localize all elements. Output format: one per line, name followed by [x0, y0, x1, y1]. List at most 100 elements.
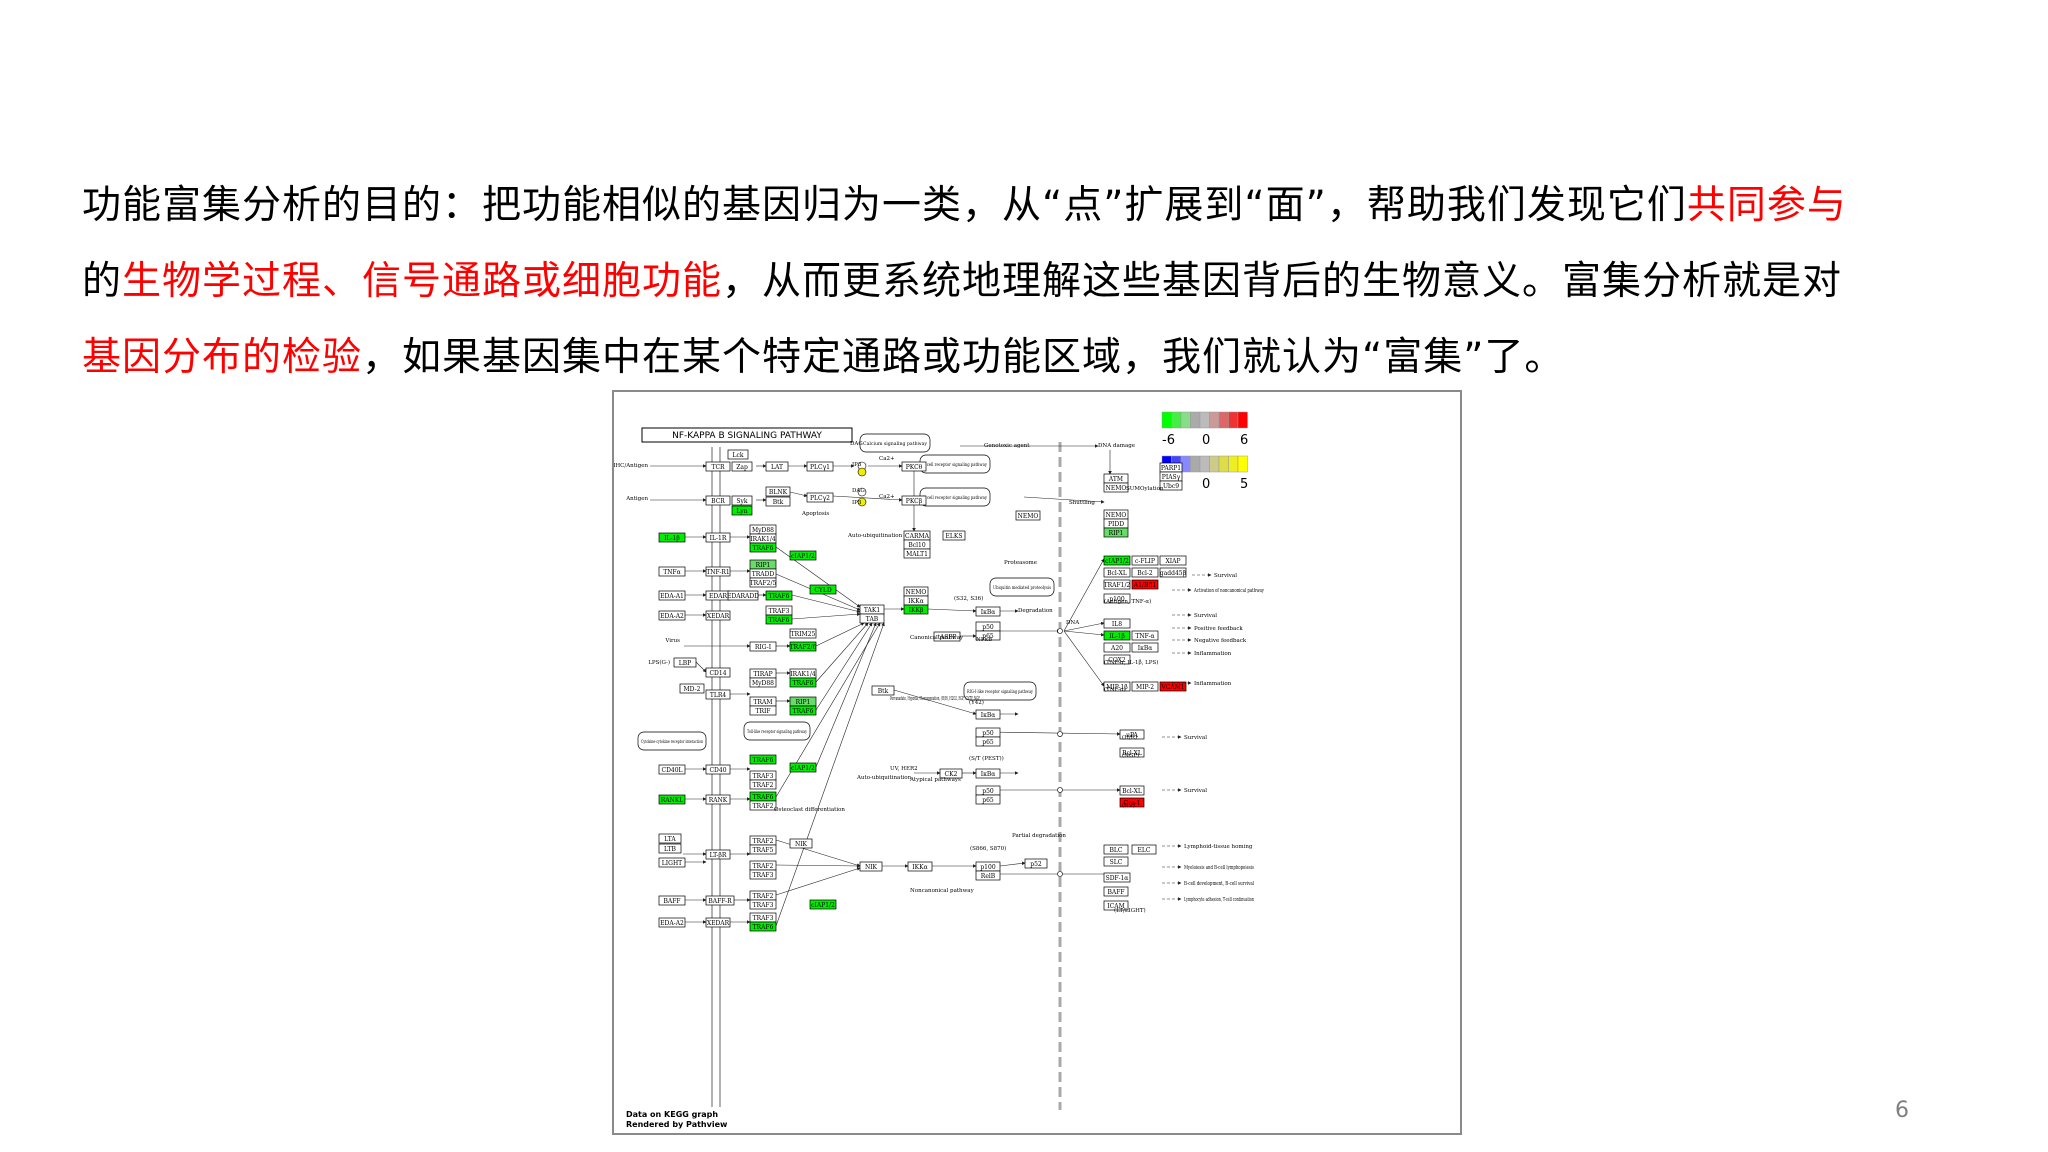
gene-box-traf2d[interactable]: TRAF2: [749, 835, 777, 846]
gene-box-plcg1[interactable]: PLCγ1: [806, 461, 834, 472]
gene-box-myd88b[interactable]: MyD88: [749, 677, 777, 688]
gene-box-cox2[interactable]: COX2: [1103, 654, 1131, 665]
pathway-link[interactable]: Ubiquitin mediated proteolysis: [989, 577, 1055, 597]
gene-box-il1b[interactable]: IL-1β: [658, 532, 686, 543]
gene-box-slc[interactable]: SLC: [1103, 856, 1129, 867]
gene-box-p100[interactable]: p100: [975, 861, 1001, 872]
gene-box-atm[interactable]: ATM: [1103, 473, 1129, 484]
gene-box-pidd[interactable]: PIDD: [1103, 518, 1129, 529]
gene-box-gro[interactable]: Gro-1: [1119, 797, 1145, 808]
gene-box-ck2[interactable]: CK2: [939, 768, 963, 779]
gene-box-icam[interactable]: ICAM: [1103, 900, 1129, 911]
gene-box-lta[interactable]: LTA: [658, 833, 682, 844]
gene-box-nemo3[interactable]: NEMO: [1103, 482, 1129, 493]
gene-box-md2[interactable]: MD-2: [679, 683, 705, 694]
gene-box-cd40l[interactable]: CD40L: [658, 764, 686, 775]
gene-box-p50c[interactable]: p50: [975, 785, 1001, 796]
gene-box-nik2[interactable]: NIK: [859, 861, 883, 872]
gene-box-traf6b[interactable]: TRAF6: [765, 590, 793, 601]
gene-box-cd40[interactable]: CD40: [705, 764, 731, 775]
gene-box-tnfr1[interactable]: TNF-R1: [705, 566, 731, 577]
gene-box-baff2[interactable]: BAFF: [1103, 886, 1129, 897]
gene-box-traf6f[interactable]: TRAF6: [749, 754, 777, 765]
gene-box-rip1a[interactable]: RIP1: [749, 559, 777, 570]
gene-box-baff[interactable]: BAFF: [658, 895, 686, 906]
gene-box-traf6d[interactable]: TRAF6: [789, 677, 817, 688]
gene-box-bcr[interactable]: BCR: [705, 495, 731, 506]
gene-box-cyld[interactable]: CYLD: [809, 584, 837, 595]
gene-box-bcl10[interactable]: Bcl10: [903, 539, 931, 550]
gene-box-nemo1[interactable]: NEMO: [903, 586, 929, 597]
gene-box-tram[interactable]: TRAM: [749, 696, 777, 707]
gene-box-upa[interactable]: uPA: [1119, 729, 1145, 740]
gene-box-ikba4[interactable]: IκBα: [1131, 642, 1159, 653]
gene-box-tirap[interactable]: TIRAP: [749, 668, 777, 679]
gene-box-a20[interactable]: A20: [1103, 642, 1131, 653]
gene-box-elc[interactable]: ELC: [1131, 844, 1157, 855]
gene-box-mip2[interactable]: MIP-2: [1131, 681, 1159, 692]
gene-box-traf3c[interactable]: TRAF3: [749, 869, 777, 880]
gene-box-irak14b[interactable]: IRAK1/4: [789, 668, 817, 679]
gene-box-traf1[interactable]: TRAF1/2: [1103, 579, 1131, 590]
gene-box-elks[interactable]: ELKS: [942, 530, 966, 541]
pathway-link[interactable]: RIG-I-like receptor signaling pathway: [963, 681, 1037, 701]
gene-box-traf6g[interactable]: TRAF6: [749, 791, 777, 802]
gene-box-tak1[interactable]: TAK1: [859, 604, 885, 615]
gene-box-lbp[interactable]: LBP: [673, 657, 697, 668]
gene-box-rankl[interactable]: RANKL: [658, 794, 686, 805]
gene-box-blc[interactable]: BLC: [1103, 844, 1129, 855]
gene-box-traf2f[interactable]: TRAF2: [749, 890, 777, 901]
gene-box-traf2c[interactable]: TRAF2: [749, 800, 777, 811]
gene-box-vcam1[interactable]: VCAM1: [1159, 681, 1187, 692]
gene-box-ikka2[interactable]: IKKα: [907, 861, 933, 872]
gene-box-baffr[interactable]: BAFF-R: [705, 895, 735, 906]
gene-box-a1bfl1[interactable]: A1/Bfl1: [1131, 579, 1159, 590]
gene-box-p100b[interactable]: p100: [1103, 593, 1131, 604]
gene-box-traf3b[interactable]: TRAF3: [749, 770, 777, 781]
gene-box-piasy[interactable]: PIASγ: [1159, 471, 1183, 482]
gene-box-relb[interactable]: RelB: [975, 870, 1001, 881]
gene-box-rip1c[interactable]: RIP1: [1103, 527, 1129, 538]
gene-box-rip1b[interactable]: RIP1: [789, 696, 817, 707]
gene-box-light[interactable]: LIGHT: [658, 857, 686, 868]
gene-box-pkcth[interactable]: PKCθ: [901, 461, 927, 472]
gene-box-p52[interactable]: p52: [1024, 858, 1048, 869]
gene-box-ciap1[interactable]: cIAP1/2: [789, 550, 817, 561]
gene-box-tnfa[interactable]: TNFα: [658, 566, 686, 577]
gene-box-traf3e[interactable]: TRAF3: [749, 912, 777, 923]
gene-box-ltb[interactable]: LTB: [658, 843, 682, 854]
gene-box-ciap3[interactable]: cIAP1/2: [809, 899, 837, 910]
gene-box-ikkb[interactable]: IKKβ: [903, 604, 929, 615]
gene-box-sdf1a[interactable]: SDF-1α: [1103, 872, 1131, 883]
gene-box-p65c[interactable]: p65: [975, 794, 1001, 805]
gene-box-traf6h[interactable]: TRAF6: [749, 921, 777, 932]
pathway-link[interactable]: Calcium signaling pathway: [859, 433, 931, 453]
gene-box-ltbr[interactable]: LT-βR: [705, 849, 731, 860]
gene-box-edaa2b[interactable]: EDA-A2: [658, 917, 686, 928]
gene-box-btk2[interactable]: Btk: [871, 685, 895, 696]
gene-box-traf3a[interactable]: TRAF3: [765, 605, 793, 616]
gene-box-plcg2[interactable]: PLCγ2: [806, 492, 834, 503]
gene-box-lck[interactable]: Lck: [727, 449, 749, 460]
gene-box-traf6a[interactable]: TRAF6: [749, 542, 777, 553]
gene-box-traf6e[interactable]: TRAF6: [789, 705, 817, 716]
gene-box-zap[interactable]: Zap: [731, 461, 753, 472]
gene-box-ikba1[interactable]: IκBα: [975, 606, 1001, 617]
gene-box-traf5[interactable]: TRAF5: [749, 844, 777, 855]
gene-box-bclxl3[interactable]: Bcl-XL: [1119, 785, 1145, 796]
gene-box-trim25[interactable]: TRIM25: [789, 628, 817, 639]
gene-box-lyn[interactable]: Lyn: [731, 505, 753, 516]
gene-box-edaradd[interactable]: EDARADD: [727, 590, 759, 601]
gene-box-ikba3[interactable]: IκBα: [975, 768, 1001, 779]
gene-box-traf2b[interactable]: TRAF2: [749, 779, 777, 790]
gene-box-tradd[interactable]: TRADD: [749, 568, 777, 579]
gene-box-trif[interactable]: TRIF: [749, 705, 777, 716]
gene-box-bcl2[interactable]: Bcl-2: [1131, 567, 1159, 578]
gene-box-edaa1[interactable]: EDA-A1: [658, 590, 686, 601]
gene-box-p65b[interactable]: p65: [975, 736, 1001, 747]
gene-box-rank[interactable]: RANK: [705, 794, 731, 805]
gene-box-edaa2[interactable]: EDA-A2: [658, 610, 686, 621]
gene-box-lat[interactable]: LAT: [765, 461, 789, 472]
gene-box-tcr[interactable]: TCR: [705, 461, 731, 472]
gene-box-p50a[interactable]: p50: [975, 621, 1001, 632]
